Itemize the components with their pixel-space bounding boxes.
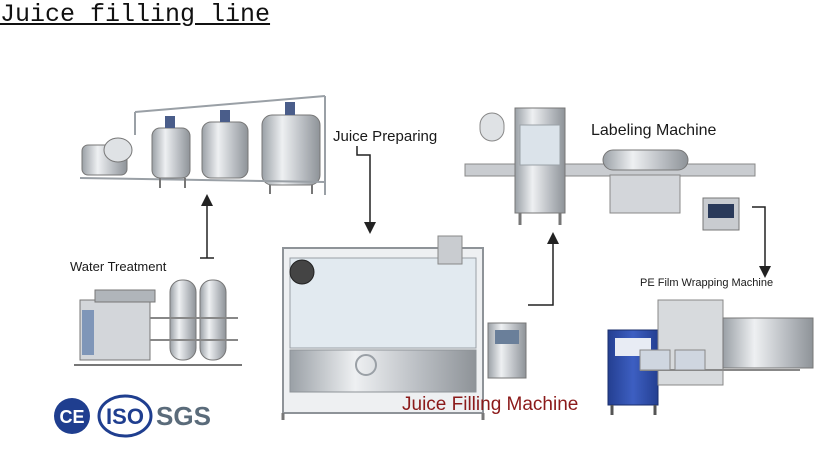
pe-film-wrapping-machine <box>607 299 814 415</box>
juice-preparing-tanks <box>79 95 326 195</box>
ce-logo-text: CE <box>59 407 84 427</box>
water-treatment-equipment <box>74 279 242 366</box>
diagram-title: Juice filling line <box>0 0 271 29</box>
pe-film-wrapping-label: PE Film Wrapping Machine <box>640 277 774 289</box>
juice-filling-machine-label: Juice Filling Machine <box>402 394 579 415</box>
juice-filling-machine <box>281 235 527 420</box>
water-treatment-label: Water Treatment <box>70 259 167 274</box>
ce-logo-icon: CE <box>54 398 90 434</box>
labeling-machine <box>464 107 756 231</box>
juice-preparing-label: Juice Preparing <box>333 128 438 145</box>
labeling-machine-label: Labeling Machine <box>591 122 717 139</box>
flow-arrows <box>200 146 771 306</box>
iso-logo-icon: ISO <box>97 394 153 438</box>
iso-logo-text: ISO <box>106 404 144 429</box>
sgs-logo: SGS <box>156 401 211 431</box>
